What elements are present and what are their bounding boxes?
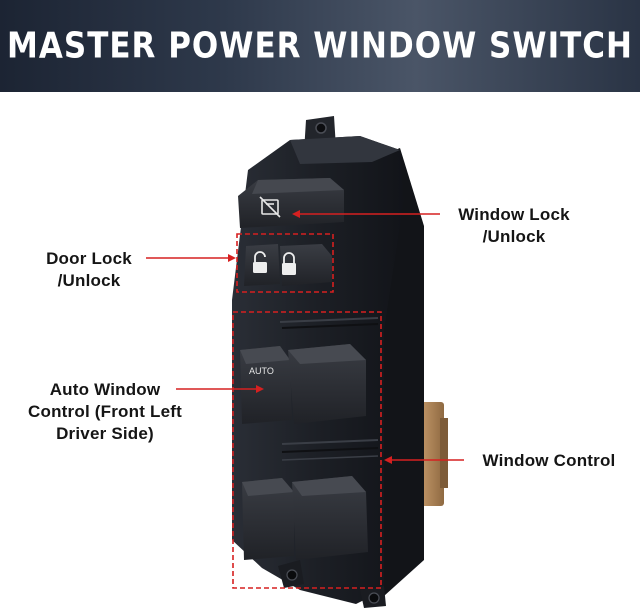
- auto-window-arrow: [176, 385, 264, 393]
- window-lock-icon: [259, 196, 281, 218]
- lock-button[interactable]: [280, 244, 332, 286]
- window-lock-button[interactable]: [238, 178, 344, 228]
- unlock-button[interactable]: [244, 244, 280, 286]
- callout-window-lock-line1: Window Lock: [458, 205, 570, 224]
- callout-door-lock: Door Lock /Unlock: [36, 248, 142, 292]
- rear-connector: [418, 402, 448, 506]
- window-switch-rear-left[interactable]: [242, 478, 294, 560]
- callout-door-lock-line2: /Unlock: [57, 271, 121, 290]
- callout-window-lock: Window Lock /Unlock: [446, 204, 582, 248]
- callout-door-lock-line1: Door Lock: [46, 249, 132, 268]
- window-lock-arrow: [292, 210, 440, 218]
- power-window-switch-illustration: AUTO: [146, 116, 464, 608]
- unlock-icon: [253, 251, 267, 273]
- lock-icon: [282, 252, 296, 275]
- page-title: MASTER POWER WINDOW SWITCH: [7, 25, 633, 67]
- callout-auto-window-line1: Auto Window: [49, 380, 161, 399]
- window-control-highlight-box: [232, 311, 382, 589]
- window-switch-front-left[interactable]: AUTO: [240, 346, 292, 424]
- header-banner: MASTER POWER WINDOW SWITCH: [0, 0, 640, 92]
- window-switch-rear-right[interactable]: [292, 476, 368, 560]
- window-control-arrow: [384, 456, 464, 464]
- door-lock-arrow: [146, 254, 236, 262]
- callout-window-control: Window Control: [470, 450, 628, 472]
- callout-auto-window-line2: Control (Front Left: [28, 402, 182, 421]
- door-lock-highlight-box: [236, 233, 334, 293]
- callout-auto-window: Auto Window Control (Front Left Driver S…: [16, 379, 194, 445]
- callout-auto-window-line3: Driver Side): [56, 424, 154, 443]
- door-lock-buttons: [244, 244, 332, 286]
- window-switch-front-right[interactable]: [288, 344, 366, 424]
- callout-window-control-line1: Window Control: [482, 451, 616, 470]
- auto-label: AUTO: [249, 366, 274, 376]
- callout-window-lock-line2: /Unlock: [482, 227, 546, 246]
